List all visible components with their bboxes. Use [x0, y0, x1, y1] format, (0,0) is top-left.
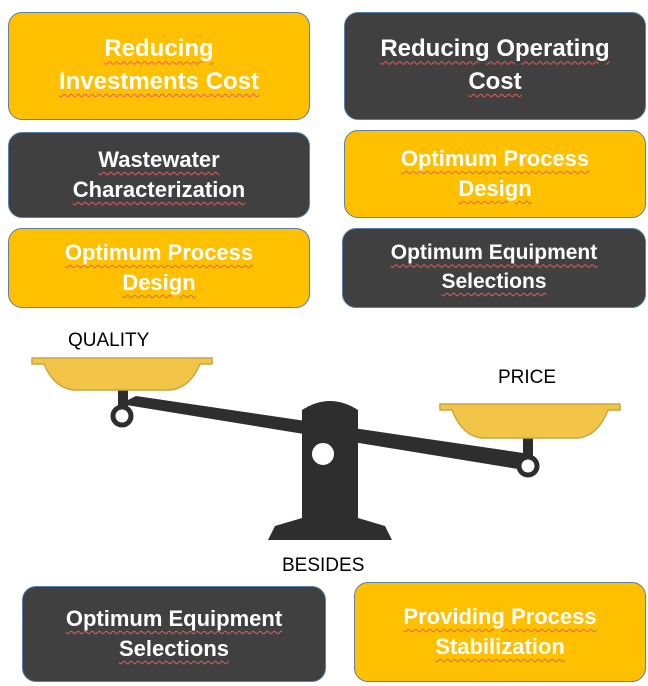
- box-text: Reducing Investments Cost: [58, 35, 260, 95]
- left-joint-icon: [110, 404, 134, 428]
- box-text: Optimum Process Design: [400, 146, 590, 201]
- right-joint-icon: [516, 454, 540, 478]
- pivot-icon: [308, 439, 338, 469]
- left-pan: [31, 357, 213, 391]
- right-pan: [439, 403, 621, 439]
- box-providing-process-stabilization: Providing Process Stabilization: [354, 582, 646, 682]
- label-quality: QUALITY: [68, 330, 150, 351]
- box-reducing-operating-cost: Reducing Operating Cost: [344, 12, 646, 120]
- box-text: Optimum Equipment Selections: [65, 606, 283, 661]
- box-optimum-equipment-selections-right: Optimum Equipment Selections: [342, 228, 646, 308]
- label-price: PRICE: [498, 367, 557, 388]
- box-reducing-investments-cost: Reducing Investments Cost: [8, 12, 310, 120]
- scale-beam: [120, 396, 530, 470]
- balance-scale-icon: [31, 357, 621, 540]
- label-besides: BESIDES: [282, 555, 365, 576]
- box-text: Optimum Process Design: [64, 240, 254, 295]
- box-wastewater-characterization: Wastewater Characterization: [8, 132, 310, 218]
- box-text: Reducing Operating Cost: [380, 35, 610, 95]
- scale-stand: [268, 401, 392, 540]
- box-optimum-equipment-selections-bottom: Optimum Equipment Selections: [22, 586, 326, 682]
- box-optimum-process-design-right: Optimum Process Design: [344, 130, 646, 218]
- box-optimum-process-design-left: Optimum Process Design: [8, 228, 310, 308]
- box-text: Providing Process Stabilization: [403, 604, 597, 659]
- box-text: Optimum Equipment Selections: [390, 241, 598, 293]
- box-text: Wastewater Characterization: [72, 147, 246, 202]
